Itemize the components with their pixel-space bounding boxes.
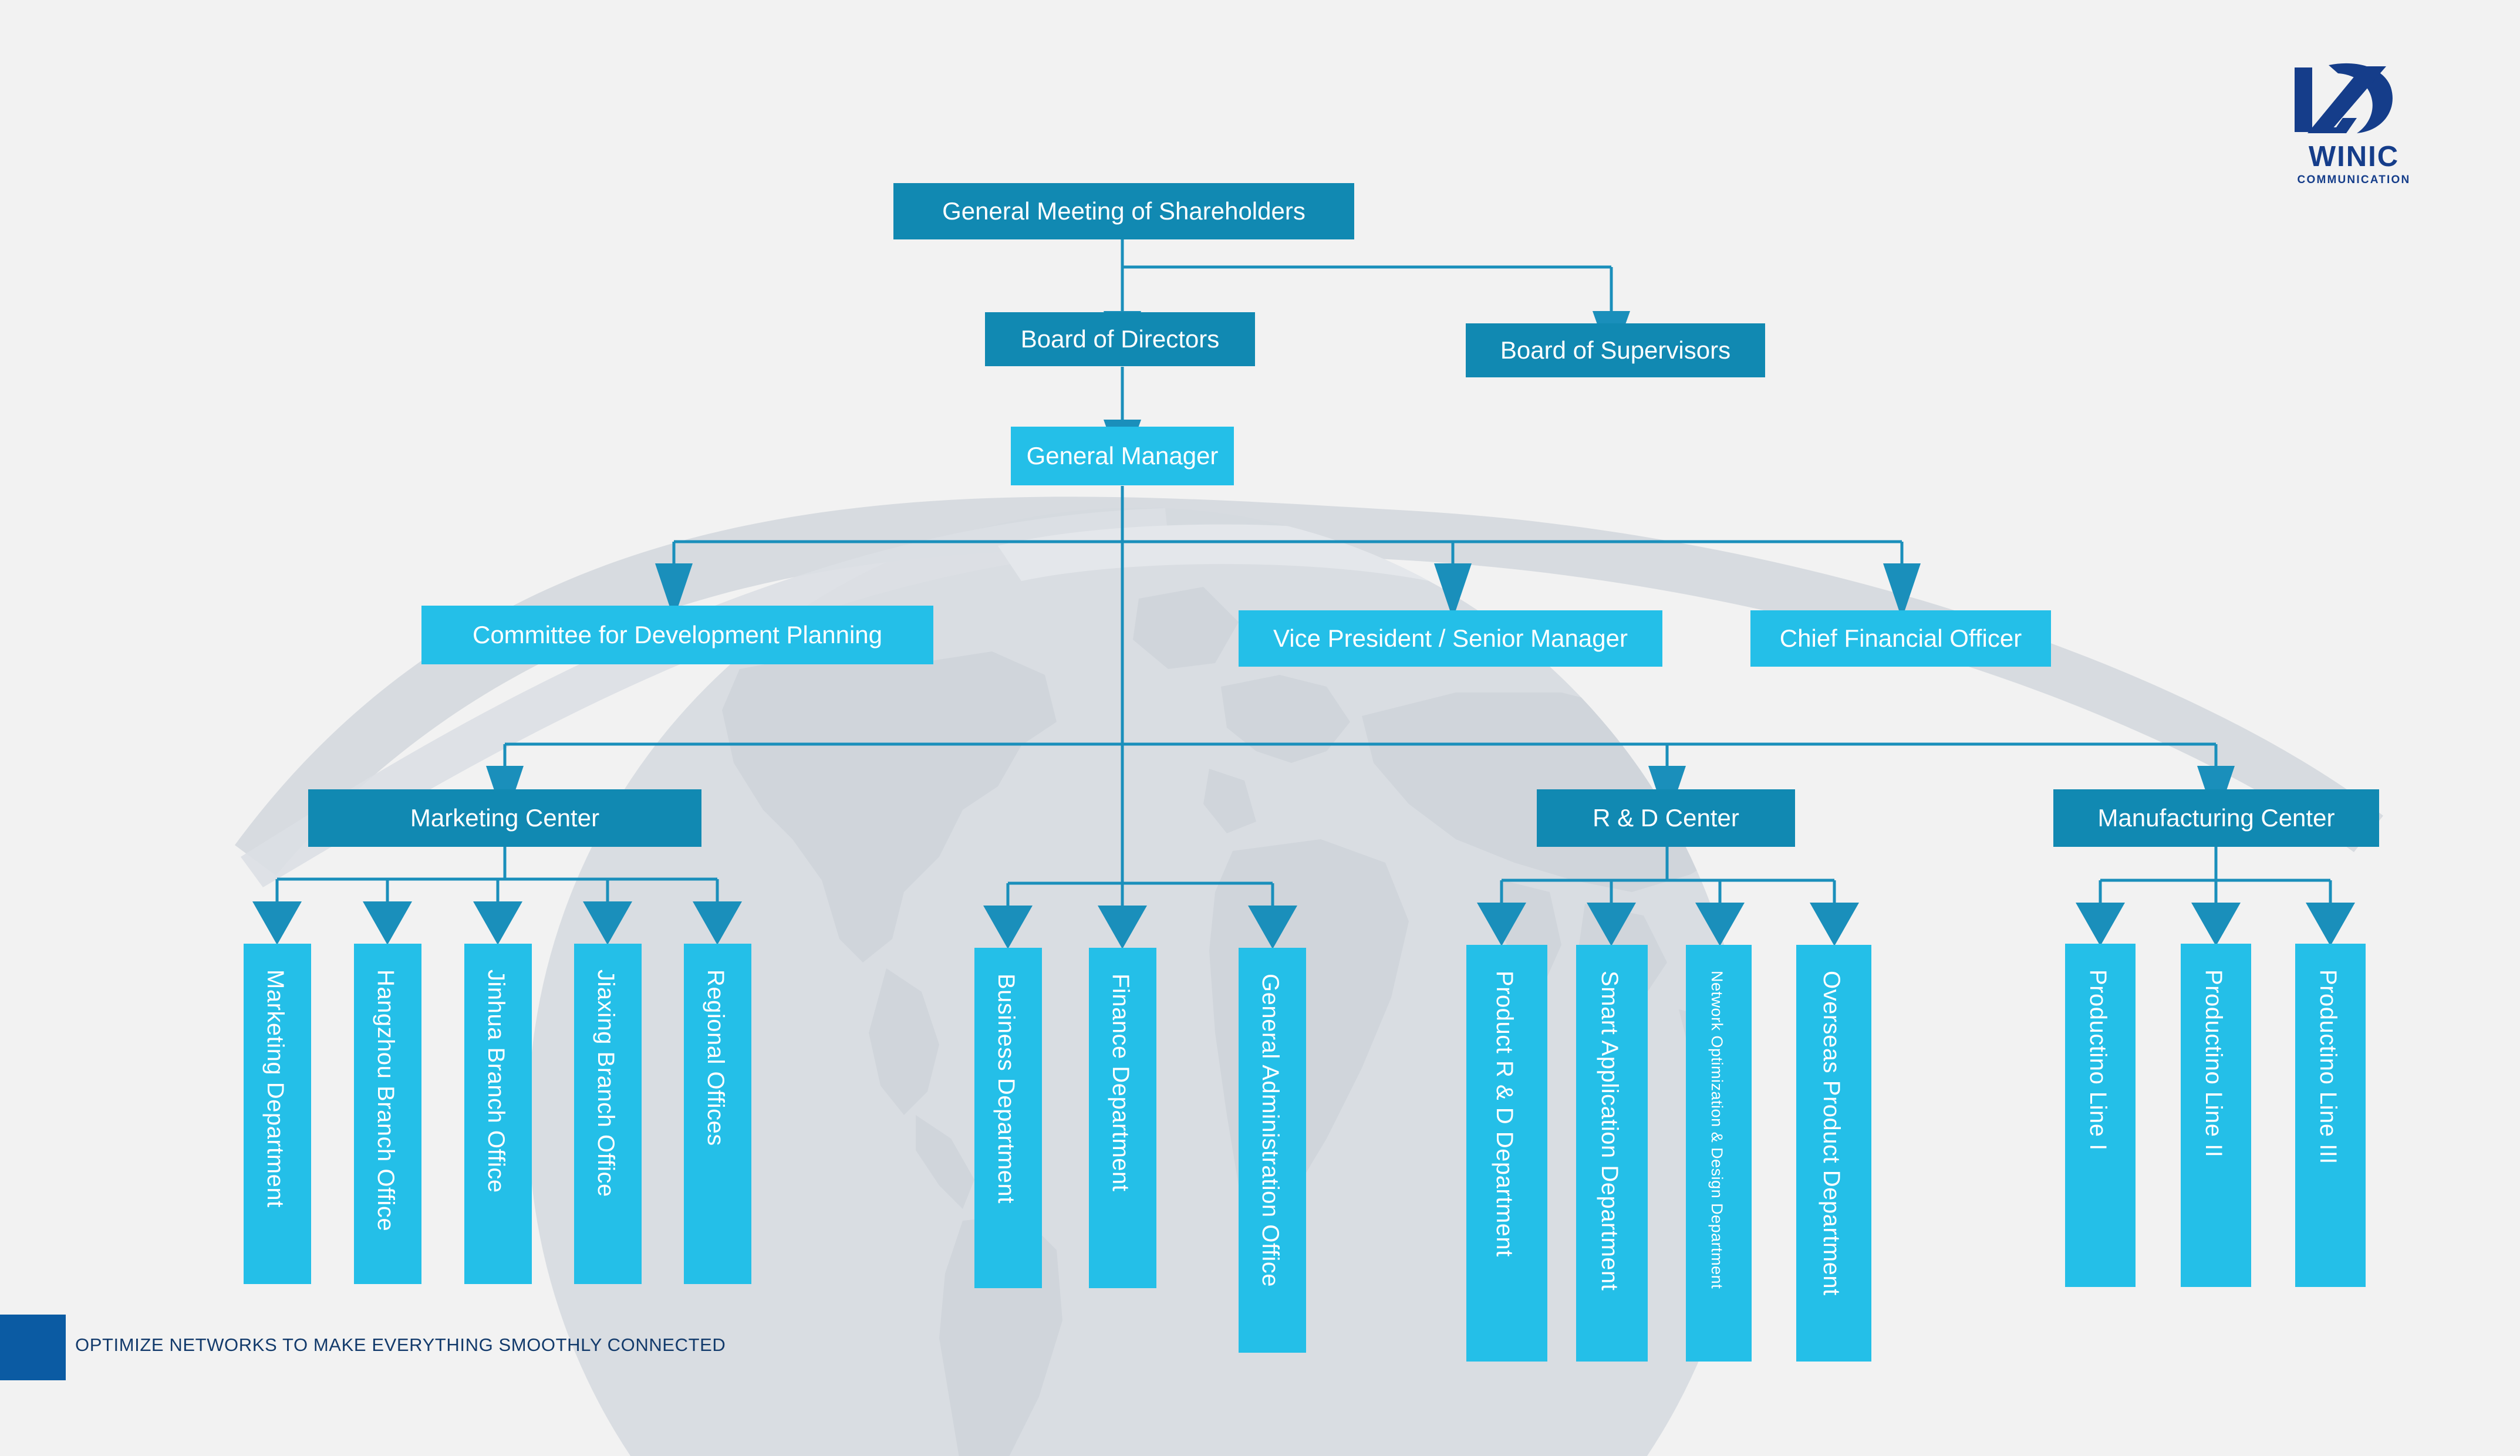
org-node-label: Regional Offices <box>702 969 728 1146</box>
footer-tagline: OPTIMIZE NETWORKS TO MAKE EVERYTHING SMO… <box>75 1335 726 1355</box>
org-node-board-of-supervisors[interactable]: Board of Supervisors <box>1466 323 1765 377</box>
org-node-label: Productino Line II <box>2201 969 2226 1158</box>
org-node-jiaxing-branch-office[interactable]: Jiaxing Branch Office <box>574 944 642 1284</box>
org-node-label: Overseas Product Department <box>1819 971 1844 1296</box>
org-node-shareholders[interactable]: General Meeting of Shareholders <box>893 183 1354 239</box>
org-node-general-manager[interactable]: General Manager <box>1011 427 1234 485</box>
org-node-label: Product R & D Department <box>1492 971 1517 1257</box>
winic-w-globe-mark <box>2295 63 2393 133</box>
org-node-label: Productino Line I <box>2085 969 2111 1151</box>
org-node-label: Network Optimization & Design Department <box>1708 971 1726 1289</box>
org-node-label: Productino Line III <box>2315 969 2341 1164</box>
logo-wordmark: WINIC <box>2308 141 2400 173</box>
org-node-productino-line-3[interactable]: Productino Line III <box>2295 944 2366 1287</box>
org-node-board-of-directors[interactable]: Board of Directors <box>985 312 1255 366</box>
org-node-label: Jiaxing Branch Office <box>592 969 619 1197</box>
org-node-marketing-center[interactable]: Marketing Center <box>308 789 701 847</box>
org-node-committee-for-development-planning[interactable]: Committee for Development Planning <box>421 606 933 664</box>
org-node-rd-center[interactable]: R & D Center <box>1537 789 1795 847</box>
org-node-label: Jinhua Branch Office <box>483 969 509 1193</box>
org-node-vice-president[interactable]: Vice President / Senior Manager <box>1239 610 1662 667</box>
org-node-network-optimization-design-department[interactable]: Network Optimization & Design Department <box>1686 945 1752 1362</box>
org-node-label: Finance Department <box>1107 974 1134 1192</box>
org-node-overseas-product-department[interactable]: Overseas Product Department <box>1796 945 1871 1362</box>
org-node-label: General Administration Office <box>1257 974 1283 1288</box>
org-node-manufacturing-center[interactable]: Manufacturing Center <box>2053 789 2379 847</box>
org-node-jinhua-branch-office[interactable]: Jinhua Branch Office <box>464 944 532 1284</box>
org-node-finance-department[interactable]: Finance Department <box>1089 948 1156 1288</box>
org-node-productino-line-1[interactable]: Productino Line I <box>2065 944 2136 1287</box>
org-node-business-department[interactable]: Business Department <box>974 948 1042 1288</box>
logo-subtitle: COMMUNICATION <box>2297 174 2411 186</box>
org-node-label: Marketing Department <box>262 969 288 1208</box>
org-node-hangzhou-branch-office[interactable]: Hangzhou Branch Office <box>354 944 421 1284</box>
org-node-label: Hangzhou Branch Office <box>372 969 399 1232</box>
org-node-marketing-department[interactable]: Marketing Department <box>244 944 311 1284</box>
org-node-smart-application-department[interactable]: Smart Application Department <box>1576 945 1648 1362</box>
org-node-general-administration-office[interactable]: General Administration Office <box>1239 948 1306 1353</box>
footer-accent-block <box>0 1315 66 1380</box>
org-node-label: Business Department <box>993 974 1019 1204</box>
org-node-chief-financial-officer[interactable]: Chief Financial Officer <box>1750 610 2051 667</box>
org-node-label: Smart Application Department <box>1597 971 1622 1291</box>
winic-logo: WINIC COMMUNICATION <box>2269 62 2439 197</box>
org-node-product-rd-department[interactable]: Product R & D Department <box>1466 945 1547 1362</box>
org-node-regional-offices[interactable]: Regional Offices <box>684 944 751 1284</box>
org-node-productino-line-2[interactable]: Productino Line II <box>2181 944 2251 1287</box>
